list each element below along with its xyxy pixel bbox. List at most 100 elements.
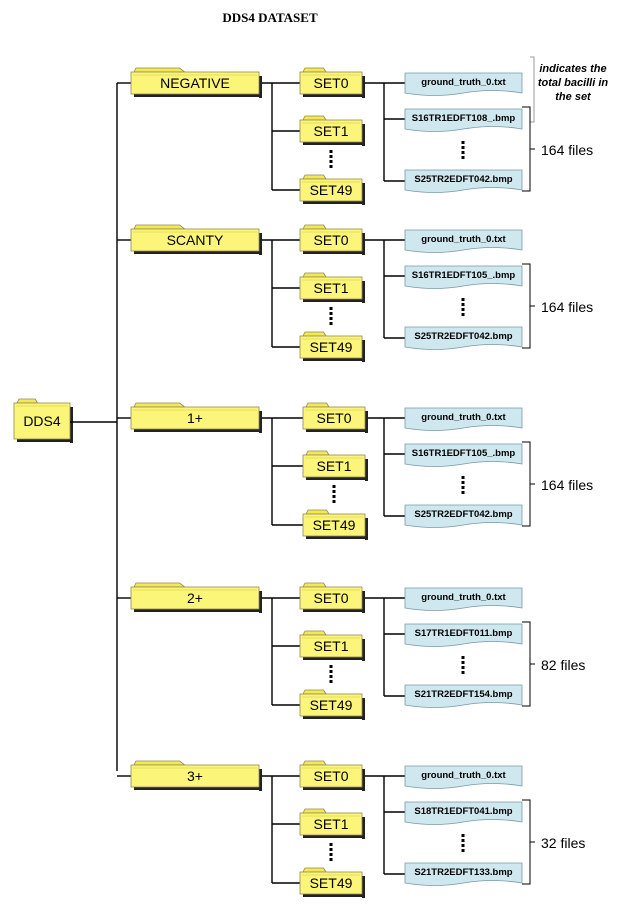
file-label: S16TR1EDFT105_.bmp <box>412 448 516 459</box>
count-bracket <box>522 799 535 885</box>
file-count-label: 82 files <box>541 657 585 673</box>
file-label: S25TR2EDFT042.bmp <box>414 331 512 342</box>
set-folder-set0: SET0 <box>299 67 365 98</box>
folder-tab <box>302 689 327 695</box>
folder-tab <box>302 272 327 278</box>
folder-shadow <box>365 518 368 540</box>
file-ellipsis-dots <box>461 156 465 159</box>
set-folder-set1: SET1 <box>299 630 365 661</box>
ground-truth-file: ground_truth_0.txt <box>404 72 523 96</box>
set-ellipsis-dots <box>332 495 336 498</box>
set-folder-set0: SET0 <box>299 760 365 791</box>
ground-truth-file: ground_truth_0.txt <box>404 229 523 253</box>
folder-tab <box>305 450 330 456</box>
folder-label: SET1 <box>313 280 348 296</box>
folder-tab <box>302 760 327 766</box>
folder-label: DDS4 <box>23 413 61 429</box>
folder-shadow <box>362 591 365 613</box>
file-ellipsis-dots <box>461 666 465 669</box>
set-ellipsis-dots <box>332 490 336 493</box>
folder-label: 1+ <box>187 410 203 426</box>
folder-shadow <box>259 769 262 791</box>
file-ellipsis-dots <box>461 661 465 664</box>
folder-tab <box>305 402 330 408</box>
file-shape <box>404 169 523 193</box>
folder-body <box>299 812 363 836</box>
folder-label: SET1 <box>313 123 348 139</box>
file-label: S25TR2EDFT042.bmp <box>414 509 512 520</box>
set-folder-set1: SET1 <box>299 272 365 303</box>
folder-label: SET0 <box>313 75 348 91</box>
file-ellipsis-dots <box>461 141 465 144</box>
folder-tab <box>302 115 327 121</box>
count-bracket <box>522 106 535 192</box>
folder-body <box>299 178 363 202</box>
file-label: S17TR1EDFT011.bmp <box>415 628 513 639</box>
last-image-file: S25TR2EDFT042.bmp <box>404 326 523 350</box>
file-ellipsis-dots <box>461 849 465 852</box>
file-shape <box>404 801 523 825</box>
last-image-file: S21TR2EDFT154.bmp <box>404 684 523 708</box>
folder-shadow <box>303 142 365 145</box>
folder-tab <box>133 760 186 766</box>
folder-shadow <box>362 340 365 362</box>
folder-tab <box>133 67 186 73</box>
file-label: ground_truth_0.txt <box>421 412 506 423</box>
folder-label: SET1 <box>313 638 348 654</box>
file-label: ground_truth_0.txt <box>421 77 506 88</box>
file-label: S18TR1EDFT041.bmp <box>414 806 512 817</box>
folder-label: 3+ <box>187 768 203 784</box>
folder-label: SET49 <box>310 339 353 355</box>
file-label: S25TR2EDFT042.bmp <box>414 174 512 185</box>
folder-label: SET49 <box>313 517 356 533</box>
folder-shadow <box>259 76 262 98</box>
set-folder-set0: SET0 <box>299 582 365 613</box>
file-shape <box>404 765 523 789</box>
set-folder-set49: SET49 <box>299 331 365 362</box>
file-shape <box>404 265 523 289</box>
folder-shadow <box>303 716 365 719</box>
folder-body <box>130 406 260 430</box>
folder-shadow <box>362 76 365 98</box>
folder-body <box>299 764 363 788</box>
bacilli-note: indicates the total bacilli in the set <box>537 63 609 103</box>
last-image-file: S25TR2EDFT042.bmp <box>404 504 523 528</box>
set-ellipsis-dots <box>329 155 333 158</box>
folder-tab <box>302 67 327 73</box>
folder-tab <box>305 509 330 515</box>
ground-truth-file: ground_truth_0.txt <box>404 765 523 789</box>
file-label: S16TR1EDFT105_.bmp <box>412 270 516 281</box>
folder-shadow <box>259 233 262 255</box>
folder-tab <box>133 582 186 588</box>
folder-shadow <box>134 609 262 612</box>
file-shape <box>404 684 523 708</box>
file-shape <box>404 407 523 431</box>
file-count-label: 32 files <box>541 835 585 851</box>
first-image-file: S18TR1EDFT041.bmp <box>404 801 523 825</box>
folder-body <box>299 335 363 359</box>
folder-label: 2+ <box>187 590 203 606</box>
folder-shadow <box>303 787 365 790</box>
file-shape <box>404 108 523 132</box>
folder-body <box>299 119 363 143</box>
file-ellipsis-dots <box>461 491 465 494</box>
folder-label: SET1 <box>313 816 348 832</box>
set-folder-set1: SET1 <box>299 808 365 839</box>
ground-truth-file: ground_truth_0.txt <box>404 407 523 431</box>
last-image-file: S21TR2EDFT133.bmp <box>404 862 523 886</box>
folder-body <box>299 693 363 717</box>
file-ellipsis-dots <box>461 671 465 674</box>
folder-body <box>130 71 260 95</box>
count-bracket <box>522 621 535 707</box>
folder-label: SET0 <box>313 232 348 248</box>
folder-label: SCANTY <box>167 232 224 248</box>
folder-shadow <box>134 251 262 254</box>
folder-shadow <box>303 835 365 838</box>
set-ellipsis-dots <box>329 843 333 846</box>
set-folder-set49: SET49 <box>299 174 365 205</box>
folder-body <box>130 764 260 788</box>
folder-body <box>299 71 363 95</box>
folder-label: SET0 <box>316 410 351 426</box>
folder-shadow <box>70 407 73 443</box>
set-ellipsis-dots <box>329 165 333 168</box>
